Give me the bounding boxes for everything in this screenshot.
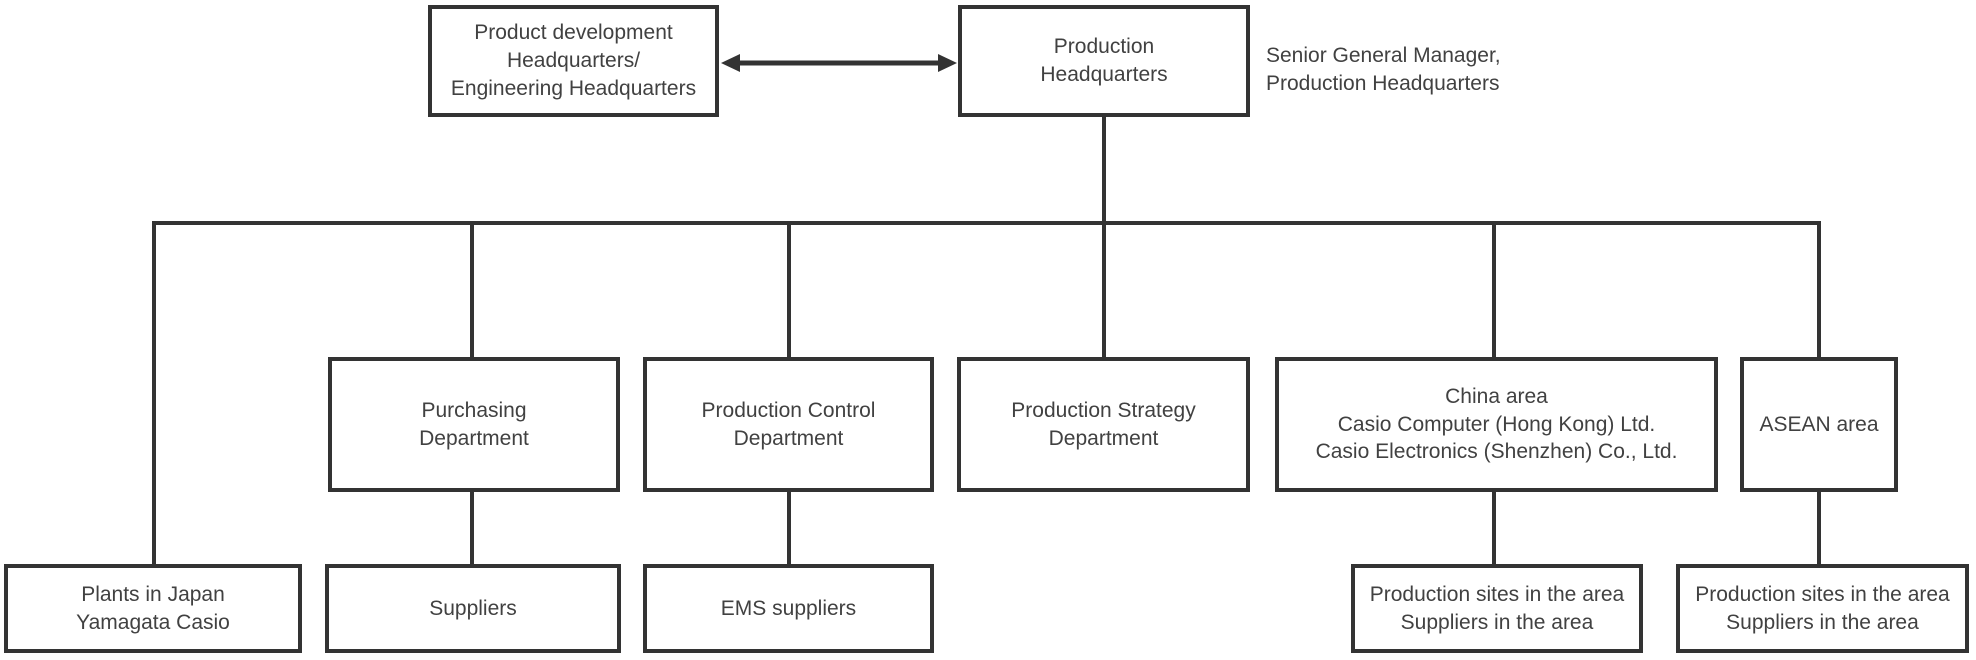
node-china-production-sites: Production sites in the area Suppliers i… — [1351, 564, 1643, 653]
connector-hq-down — [1102, 115, 1106, 223]
connector-to-china-area — [1492, 221, 1496, 361]
annotation-senior-general-manager: Senior General Manager, Production Headq… — [1266, 44, 1501, 95]
double-headed-arrow-icon — [721, 54, 957, 72]
node-production-control-department: Production Control Department — [643, 357, 934, 492]
connector-to-asean-area — [1817, 221, 1821, 361]
connector-main-horizontal — [152, 221, 1821, 225]
connector-to-plants-japan — [152, 221, 156, 566]
node-product-development-hq: Product development Headquarters/ Engine… — [428, 5, 719, 117]
node-ems-suppliers: EMS suppliers — [643, 564, 934, 653]
node-suppliers: Suppliers — [325, 564, 621, 653]
node-purchasing-department: Purchasing Department — [328, 357, 620, 492]
node-asean-production-sites: Production sites in the area Suppliers i… — [1676, 564, 1969, 653]
node-production-hq: Production Headquarters — [958, 5, 1250, 117]
connector-to-production-strategy — [1102, 221, 1106, 361]
connector-to-purchasing — [470, 221, 474, 361]
node-plants-in-japan: Plants in Japan Yamagata Casio — [4, 564, 302, 653]
connector-control-ems — [787, 490, 791, 566]
node-china-area: China area Casio Computer (Hong Kong) Lt… — [1275, 357, 1718, 492]
connector-to-production-control — [787, 221, 791, 361]
connector-asean-sites — [1817, 490, 1821, 566]
node-asean-area: ASEAN area — [1740, 357, 1898, 492]
node-production-strategy-department: Production Strategy Department — [957, 357, 1250, 492]
connector-purchasing-suppliers — [470, 490, 474, 566]
connector-china-sites — [1492, 490, 1496, 566]
